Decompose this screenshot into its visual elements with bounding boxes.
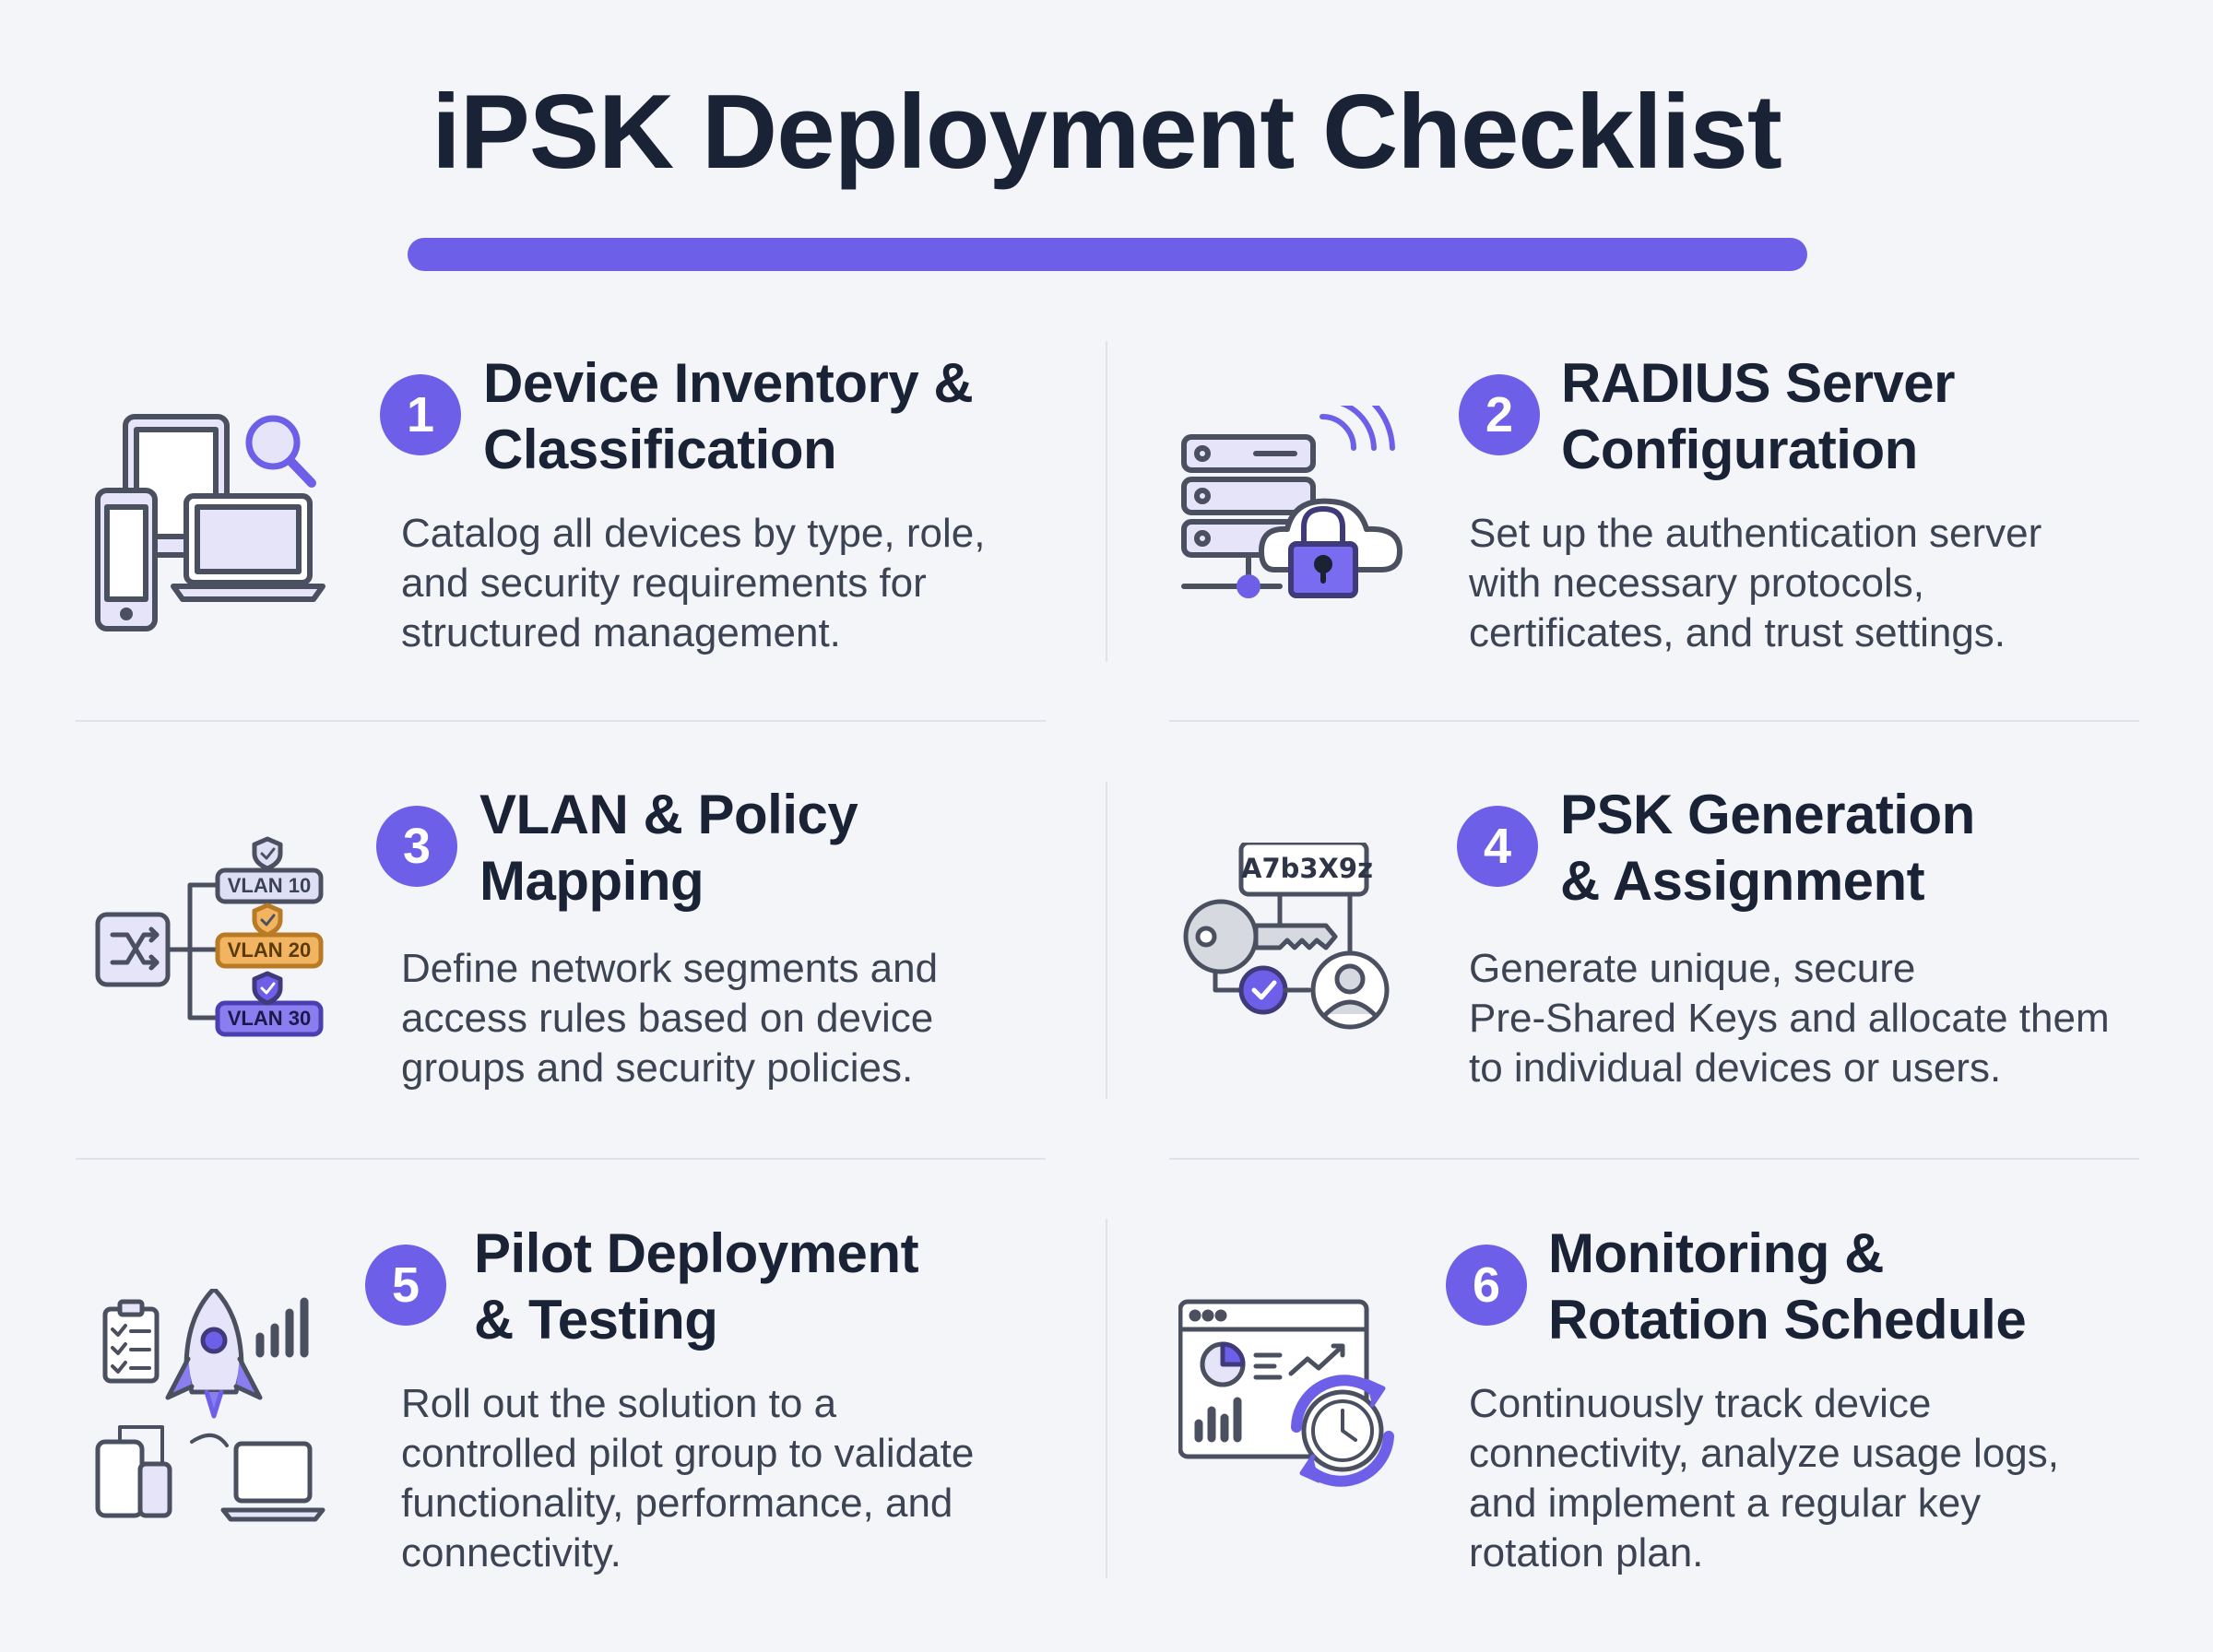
page-title: iPSK Deployment Checklist <box>432 74 1782 191</box>
step-number-badge: 6 <box>1446 1245 1527 1326</box>
row-divider <box>1169 720 2139 722</box>
step-heading: Monitoring & Rotation Schedule <box>1548 1222 2027 1351</box>
step-card-4: A7b3X9z 4 PSK Generation & Assignment Ge… <box>1178 784 2211 1154</box>
step-number-badge: 3 <box>376 806 457 887</box>
row-divider <box>1169 1158 2139 1160</box>
monitoring-rotation-icon <box>1178 1298 1437 1556</box>
step-heading: Device Inventory & Classification <box>483 352 974 480</box>
title-underline <box>408 238 1807 271</box>
step-description: Define network segments and access rules… <box>401 946 939 1091</box>
devices-inventory-icon <box>89 406 347 664</box>
row-divider <box>76 1158 1046 1160</box>
step-card-6: 6 Monitoring & Rotation Schedule Continu… <box>1178 1222 2211 1593</box>
server-cloud-lock-icon <box>1178 381 1437 664</box>
step-card-1: 1 Device Inventory & Classification Cata… <box>89 350 1121 719</box>
step-number-badge: 1 <box>380 374 461 455</box>
step-card-2: 2 RADIUS Server Configuration Set up the… <box>1178 350 2211 719</box>
vlan-20-label: VLAN 20 <box>227 938 312 962</box>
step-description: Roll out the solution to a controlled pi… <box>401 1381 975 1575</box>
column-divider <box>1106 1219 1107 1578</box>
step-card-3: VLAN 10 VLAN 20 VLAN 30 3 VLAN & Policy … <box>89 784 1121 1154</box>
rocket-pilot-icon <box>89 1286 347 1547</box>
step-number-badge: 5 <box>365 1245 446 1326</box>
step-number-badge: 4 <box>1457 806 1538 887</box>
step-card-5: 5 Pilot Deployment & Testing Roll out th… <box>89 1222 1121 1593</box>
step-description: Generate unique, secure Pre-Shared Keys … <box>1469 946 2110 1091</box>
key-assignment-icon: A7b3X9z <box>1178 840 1437 1101</box>
step-description: Catalog all devices by type, role, and s… <box>401 511 986 655</box>
generated-key-text: A7b3X9z <box>1241 853 1373 884</box>
step-heading: RADIUS Server Configuration <box>1561 352 1956 480</box>
step-description: Set up the authentication server with ne… <box>1469 511 2042 655</box>
row-divider <box>76 720 1046 722</box>
step-description: Continuously track device connectivity, … <box>1469 1381 2059 1575</box>
column-divider <box>1106 341 1107 662</box>
vlan-10-label: VLAN 10 <box>227 874 312 897</box>
step-number-badge: 2 <box>1459 374 1540 455</box>
column-divider <box>1106 782 1107 1099</box>
vlan-30-label: VLAN 30 <box>227 1007 312 1030</box>
step-heading: PSK Generation & Assignment <box>1560 784 1975 912</box>
vlan-switch-icon: VLAN 10 VLAN 20 VLAN 30 <box>89 833 347 1092</box>
step-heading: VLAN & Policy Mapping <box>479 784 858 912</box>
step-heading: Pilot Deployment & Testing <box>474 1222 919 1351</box>
